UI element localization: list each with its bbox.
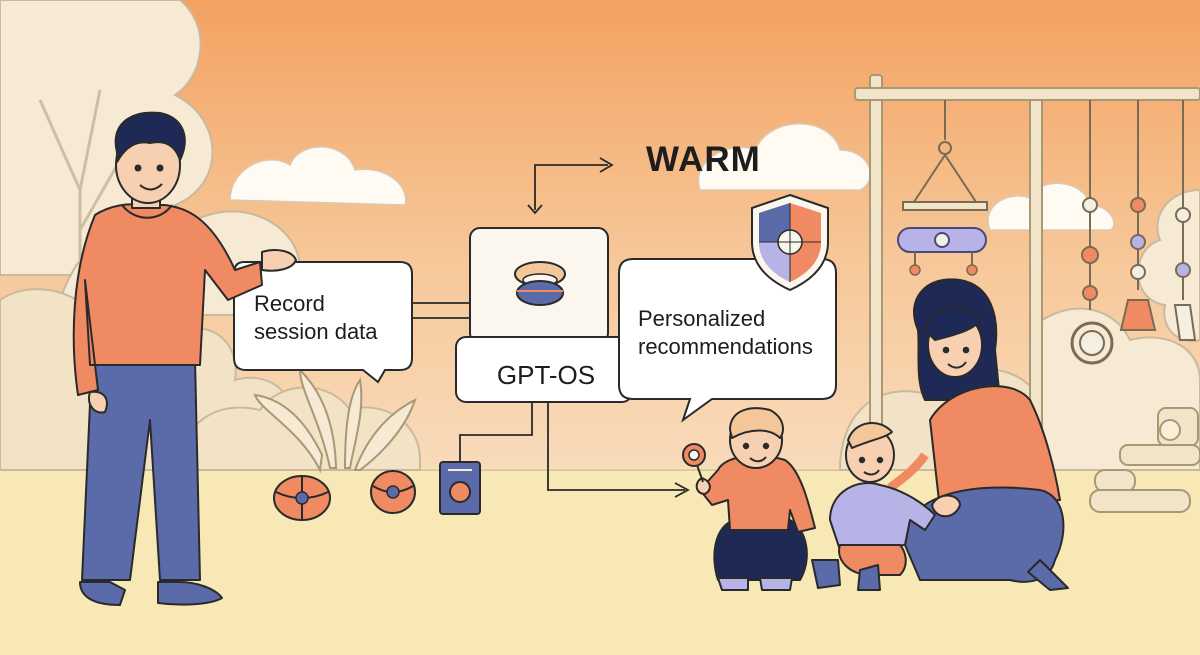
mother-figure bbox=[887, 278, 1069, 591]
record-label-line2: session data bbox=[254, 319, 378, 344]
plant bbox=[253, 367, 417, 474]
connector-to-speaker bbox=[459, 400, 533, 462]
child-left-figure bbox=[695, 407, 816, 591]
core-label: GPT-OS bbox=[496, 360, 596, 390]
shield-icon bbox=[751, 193, 829, 292]
rattle-icon bbox=[682, 443, 706, 483]
hanging-toys bbox=[897, 100, 1197, 365]
diagram-title: WARM bbox=[646, 140, 761, 179]
arrow-to-warm bbox=[534, 164, 608, 210]
flow-connectors bbox=[413, 157, 690, 498]
speaker-icon bbox=[439, 461, 481, 515]
arrow-to-children bbox=[547, 400, 685, 491]
recommend-label-line1: Personalized bbox=[638, 306, 766, 331]
recommend-bubble bbox=[618, 258, 837, 423]
record-label: Record session data bbox=[254, 290, 404, 346]
ground-toys bbox=[1089, 407, 1200, 513]
arrow-to-core bbox=[527, 204, 543, 215]
record-label-line1: Record bbox=[254, 291, 325, 316]
ball-icon bbox=[273, 470, 416, 521]
recommend-label: Personalized recommendations bbox=[638, 305, 833, 361]
lens-icon bbox=[514, 261, 566, 306]
swing-frame bbox=[854, 74, 1200, 476]
clouds bbox=[229, 123, 1115, 231]
man-figure bbox=[72, 111, 297, 606]
child-right-figure bbox=[811, 421, 936, 591]
recommend-label-line2: recommendations bbox=[638, 334, 813, 359]
